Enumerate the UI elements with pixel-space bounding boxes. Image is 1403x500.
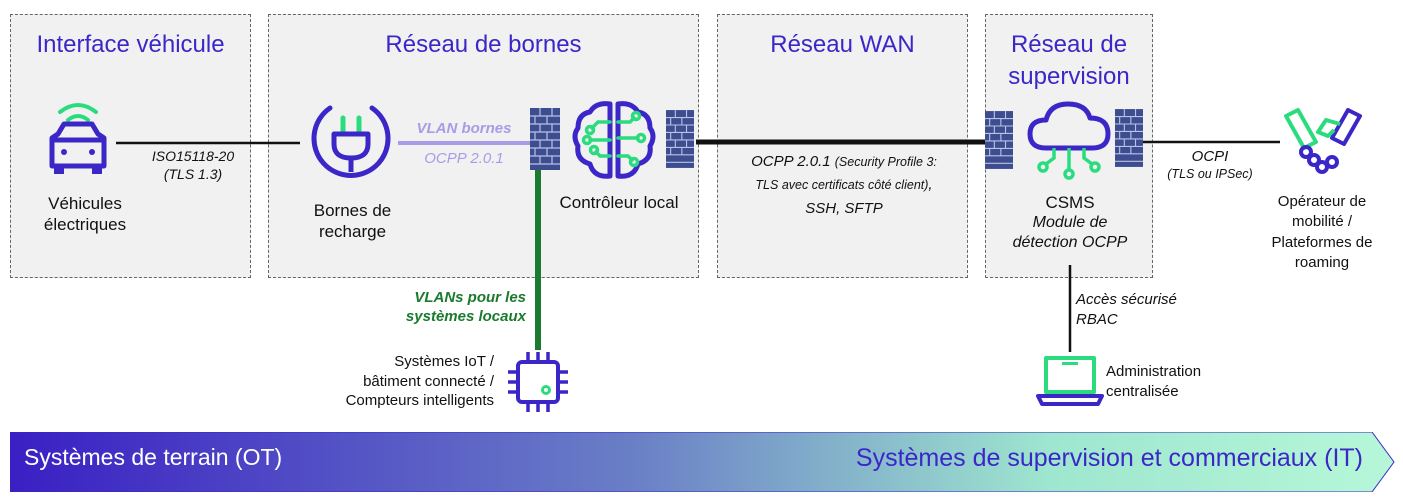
vlan-bornes-label: VLAN bornes <box>416 120 512 137</box>
detection-module-line: détection OCPP <box>1012 234 1128 252</box>
iso-protocol: ISO15118-20 <box>151 148 235 164</box>
wan-ocpp-version: OCPP 2.0.1 <box>751 153 831 170</box>
operator-label-line: Opérateur de <box>1277 193 1367 210</box>
laptop-icon <box>1036 356 1104 406</box>
admin-access-line: RBAC <box>1076 311 1118 329</box>
wan-ssh-line: SSH, SFTP <box>805 199 883 217</box>
circuit-brain-icon <box>572 101 656 179</box>
wan-security-profile: (Security Profile 3: <box>834 155 937 169</box>
zone-wan-network: Réseau WAN <box>717 14 968 278</box>
admin-label-line: centralisée <box>1106 383 1179 401</box>
ocpp-local-label: OCPP 2.0.1 <box>424 150 504 167</box>
admin-access-label: Accès sécurisé RBAC <box>1076 290 1206 331</box>
ot-it-banner <box>10 432 1395 492</box>
ocpi-security: (TLS ou IPSec) <box>1167 166 1253 181</box>
operator-label-line: Plateformes de <box>1271 233 1373 251</box>
wan-protocol-line: OCPP 2.0.1 (Security Profile 3: <box>722 150 966 173</box>
admin-label-line: Administration <box>1106 363 1202 380</box>
zone-title: Interface véhicule <box>36 31 225 58</box>
zone-charger-network: Réseau de bornes <box>268 14 699 278</box>
wan-comma: , <box>928 176 933 194</box>
banner-it-label: Systèmes de supervision et commerciaux (… <box>855 444 1363 472</box>
operator-label: Opérateur de mobilité / Plateformes de r… <box>1252 192 1392 273</box>
iot-label-line: Compteurs intelligents <box>345 392 494 409</box>
ev-charger-plug-icon <box>311 105 391 178</box>
charger-label-line: Bornes de <box>313 201 392 220</box>
firewall-icon <box>666 110 694 168</box>
zone-title-line: supervision <box>1008 63 1130 91</box>
vlans-local-line: systèmes locaux <box>405 307 526 325</box>
ev-label: Véhicules électriques <box>30 193 140 236</box>
firewall-icon <box>1115 109 1143 167</box>
admin-label: Administration centralisée <box>1106 362 1246 403</box>
charger-label: Bornes de recharge <box>295 200 410 243</box>
firewall-icon <box>985 111 1013 169</box>
vlans-local-line: VLANs pour les <box>414 289 526 306</box>
detection-module-line: Module de <box>1032 214 1108 232</box>
zone-title: Réseau de bornes <box>385 31 582 58</box>
wan-tls-text: TLS avec certificats côté client) <box>755 178 929 193</box>
zone-title: Réseau WAN <box>770 31 915 58</box>
ev-label-line: Véhicules <box>48 194 122 213</box>
charger-label-line: recharge <box>318 222 387 242</box>
wan-tls-line: TLS avec certificats côté client), <box>722 173 966 196</box>
ocpi-link-label: OCPI (TLS ou IPSec) <box>1150 148 1270 182</box>
microchip-icon <box>508 352 568 412</box>
local-controller-label: Contrôleur local <box>559 193 679 212</box>
iso-security: (TLS 1.3) <box>163 165 223 182</box>
iso-link-label: ISO15118-20 (TLS 1.3) <box>128 148 258 183</box>
operator-label-line: roaming <box>1294 253 1350 271</box>
cloud-network-icon <box>1027 101 1111 180</box>
csms-label: CSMS Module de détection OCPP <box>1000 192 1140 253</box>
csms-title: CSMS <box>1045 193 1095 212</box>
zone-title: Réseau de supervision <box>986 29 1152 94</box>
iot-label-line: bâtiment connecté / <box>363 372 494 390</box>
banner-ot-label: Systèmes de terrain (OT) <box>24 444 283 470</box>
operator-label-line: mobilité / <box>1291 213 1353 231</box>
wan-link-label: OCPP 2.0.1 (Security Profile 3: TLS avec… <box>722 150 966 220</box>
handshake-icon <box>1284 108 1362 174</box>
vlans-local-label: VLANs pour les systèmes locaux <box>370 289 526 327</box>
firewall-icon <box>530 108 560 170</box>
iot-label: Systèmes IoT / bâtiment connecté / Compt… <box>300 352 494 411</box>
admin-access-line: Accès sécurisé <box>1076 291 1177 308</box>
ocpi-protocol: OCPI <box>1191 148 1229 165</box>
zone-title-line: Réseau de <box>1010 31 1128 58</box>
ev-label-line: électriques <box>43 215 127 235</box>
electric-car-icon <box>49 103 107 174</box>
iot-label-line: Systèmes IoT / <box>394 353 494 370</box>
